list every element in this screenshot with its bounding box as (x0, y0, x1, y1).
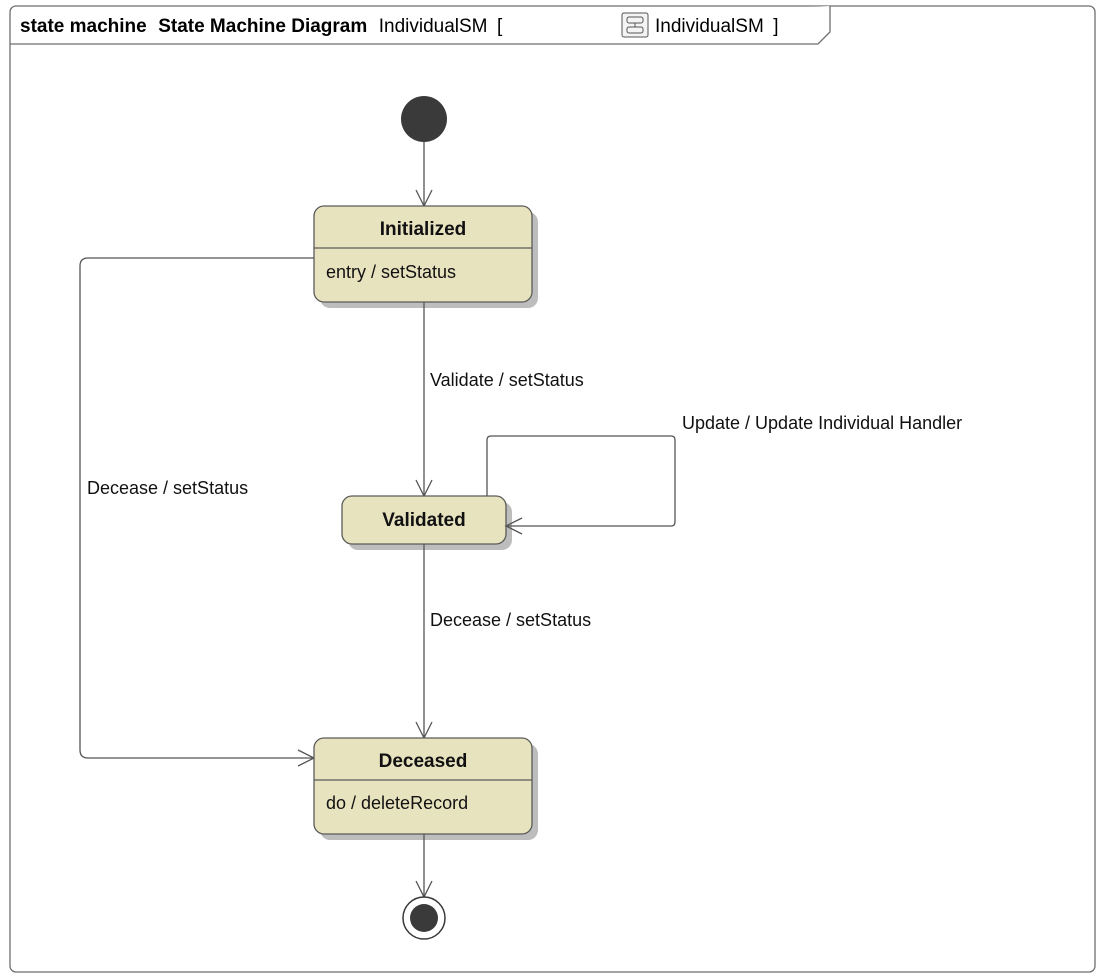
state-deceased-activity: do / deleteRecord (326, 793, 468, 813)
transition-label-update: Update / Update Individual Handler (682, 413, 962, 433)
state-initialized[interactable]: Initialized entry / setStatus (313, 205, 538, 308)
frame-title: state machine State Machine Diagram Indi… (20, 16, 503, 37)
frame-bracket-close: ] (773, 16, 778, 37)
transition-validated-self (486, 435, 676, 535)
diagram-frame (9, 5, 1096, 973)
transition-label-validate: Validate / setStatus (430, 370, 584, 390)
transition-label-decease-initialized: Decease / setStatus (87, 478, 248, 498)
frame-element-name: IndividualSM (655, 16, 764, 37)
state-validated[interactable]: Validated (341, 495, 512, 550)
frame-bracket-open: [ (497, 16, 503, 37)
state-validated-name: Validated (382, 510, 465, 531)
frame-diagram-type: State Machine Diagram (158, 16, 367, 37)
final-node (402, 896, 446, 940)
frame-element-ref: IndividualSM ] (655, 16, 779, 37)
state-machine-icon (621, 12, 649, 38)
state-initialized-activity: entry / setStatus (326, 262, 456, 282)
initial-node (401, 96, 447, 142)
transition-label-decease-validated: Decease / setStatus (430, 610, 591, 630)
state-deceased[interactable]: Deceased do / deleteRecord (313, 737, 538, 840)
state-deceased-name: Deceased (379, 751, 468, 772)
state-initialized-name: Initialized (380, 219, 467, 240)
frame-keyword: state machine (20, 16, 147, 37)
frame-diagram-name: IndividualSM (379, 16, 488, 37)
